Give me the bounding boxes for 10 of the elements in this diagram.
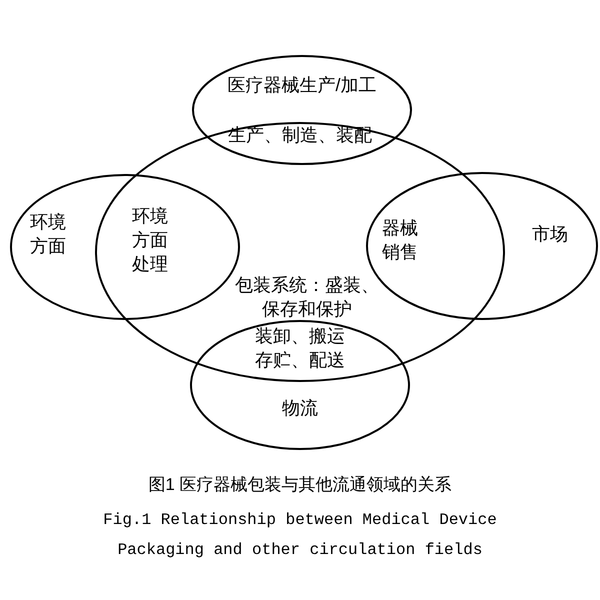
region-label: 医疗器械生产/加工: [226, 74, 378, 97]
region-label: 包装系统：盛装、保存和保护: [234, 274, 380, 321]
region-label: 物流: [281, 397, 319, 420]
region-label: 市场: [531, 223, 569, 246]
figure-caption: Fig.1 Relationship between Medical Device Packaging and other circulation fields: [102, 510, 498, 561]
overlap-label: 器械销售: [381, 217, 419, 264]
figure-caption: 图1 医疗器械包装与其他流通领域的关系: [147, 474, 453, 496]
overlap-label: 装卸、搬运存贮、配送: [254, 325, 346, 372]
region-label: 环境方面: [29, 211, 67, 258]
overlap-label: 环境方面处理: [131, 205, 169, 276]
